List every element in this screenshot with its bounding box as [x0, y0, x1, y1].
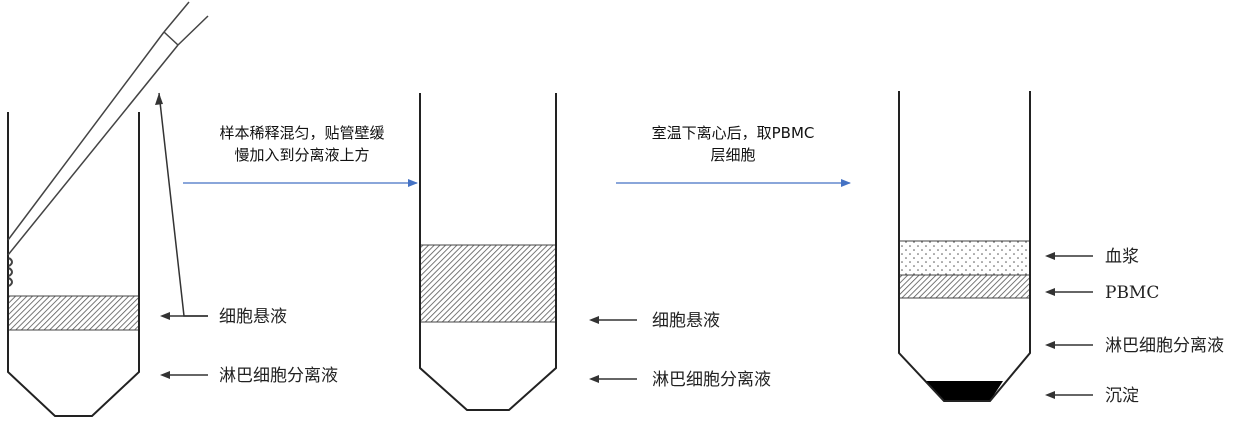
label-arrow: [1045, 391, 1093, 399]
step-2-line-1: 室温下离心后，取PBMC: [652, 124, 815, 142]
tube-1-cell-suspension-label: 细胞悬液: [219, 307, 287, 327]
pipette-pointer-arrow: [155, 92, 208, 317]
label-arrow: [1045, 252, 1093, 260]
tube-3: 血浆 PBMC 淋巴细胞分离液 沉淀: [898, 91, 1224, 406]
plasma-label: 血浆: [1105, 247, 1139, 267]
droplets-icon: [8, 257, 13, 287]
label-arrow: [589, 375, 637, 383]
tube-2-separation-medium-label: 淋巴细胞分离液: [652, 370, 771, 390]
step-2-line-2: 层细胞: [710, 146, 755, 164]
label-arrow: [160, 371, 208, 379]
tube-2-outline: [419, 93, 557, 411]
step-2: 室温下离心后，取PBMC 层细胞: [616, 124, 851, 187]
pbmc-label: PBMC: [1105, 283, 1159, 303]
label-arrow: [1045, 288, 1093, 296]
tube-1-outline: [7, 112, 140, 417]
tube-2-cell-suspension-label: 细胞悬液: [652, 311, 720, 331]
cell-suspension-layer: [7, 295, 140, 331]
step-1-line-2: 慢加入到分离液上方: [234, 146, 369, 164]
step-1-line-1: 样本稀释混匀，贴管壁缓: [219, 124, 384, 142]
pipette: [7, 1, 209, 256]
tube-1-separation-medium-label: 淋巴细胞分离液: [219, 366, 338, 386]
tube-3-separation-medium-label: 淋巴细胞分离液: [1105, 336, 1224, 356]
label-arrow: [1045, 341, 1093, 349]
label-arrow: [160, 312, 208, 320]
tube-3-outline: [898, 91, 1031, 402]
label-arrow: [589, 316, 637, 324]
sediment-label: 沉淀: [1105, 386, 1139, 406]
tube-1: 细胞悬液 淋巴细胞分离液: [7, 1, 338, 417]
tube-2: 细胞悬液 淋巴细胞分离液: [419, 93, 771, 411]
pbmc-layer: [898, 274, 1031, 299]
sediment: [926, 381, 1003, 401]
cell-suspension-layer: [419, 244, 557, 323]
plasma-layer: [898, 240, 1031, 276]
step-1: 样本稀释混匀，贴管壁缓 慢加入到分离液上方: [183, 124, 418, 187]
